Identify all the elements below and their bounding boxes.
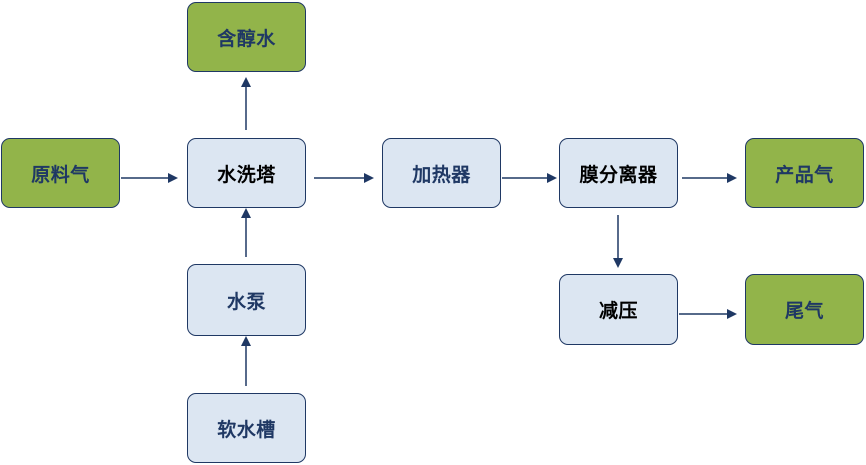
node-hanchunshui: 含醇水 <box>187 2 306 72</box>
node-shuibeng: 水泵 <box>187 264 306 336</box>
node-label: 水泵 <box>226 290 266 313</box>
node-label: 含醇水 <box>217 27 276 50</box>
node-jianya: 减压 <box>559 274 678 345</box>
node-label: 产品气 <box>775 163 834 186</box>
node-chanpinqi: 产品气 <box>745 138 864 208</box>
node-label: 水洗塔 <box>217 163 276 186</box>
node-shuixita: 水洗塔 <box>187 138 306 208</box>
node-label: 软水槽 <box>217 418 276 441</box>
node-label: 减压 <box>598 300 638 322</box>
node-label: 加热器 <box>412 163 471 186</box>
node-label: 膜分离器 <box>579 163 658 186</box>
node-label: 原料气 <box>31 163 90 186</box>
node-ruanshuicao: 软水槽 <box>187 393 306 463</box>
node-jiareqi: 加热器 <box>382 138 501 208</box>
node-weiqi: 尾气 <box>745 274 864 345</box>
node-mofenliqi: 膜分离器 <box>559 138 678 208</box>
node-yuanliaoqi: 原料气 <box>1 138 120 208</box>
node-label: 尾气 <box>784 300 824 322</box>
